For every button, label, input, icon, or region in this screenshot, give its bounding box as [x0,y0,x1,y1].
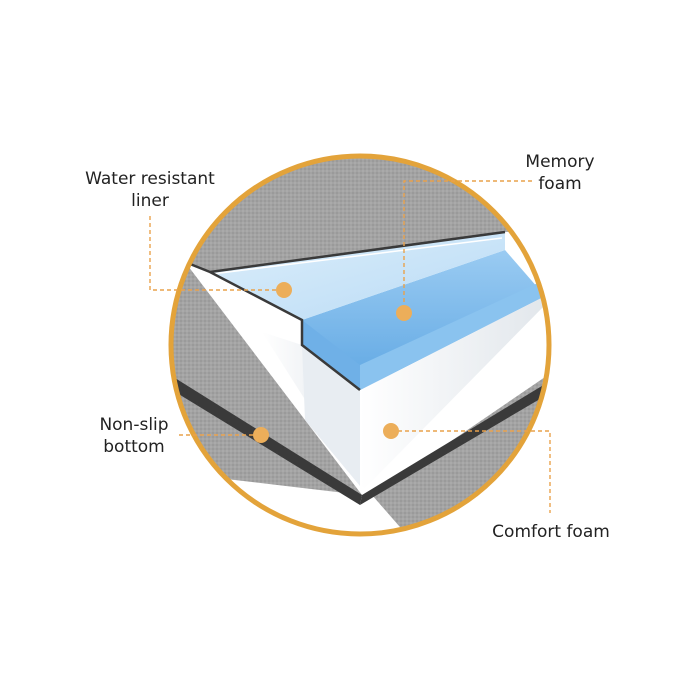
memory-foam-layer [302,250,545,390]
comfort-foam-right [360,296,547,488]
marker-non-slip-bottom [253,427,269,443]
label-comfort-foam: Comfort foam [476,521,626,543]
label-water-resistant-liner: Water resistant liner [60,168,240,212]
label-water-resistant-liner-line1: Water resistant [85,169,215,189]
label-non-slip-bottom-line1: Non-slip [99,415,169,435]
base-edge-left [173,378,362,505]
label-water-resistant-liner-line2: liner [131,191,169,211]
marker-comfort-foam [383,423,399,439]
leader-comfort-foam [391,430,551,513]
callout-ring [168,153,552,537]
label-non-slip-bottom-line2: bottom [103,437,165,457]
label-memory-foam: Memory foam [490,151,630,195]
label-memory-foam-line1: Memory [525,152,595,172]
water-resistant-liner-layer [210,232,505,320]
leader-memory-foam [403,180,532,313]
leader-lines [149,180,551,513]
non-slip-bottom-side [173,262,362,495]
base-edge-right [360,375,547,505]
label-non-slip-bottom: Non-slip bottom [74,414,194,458]
label-comfort-foam-line1: Comfort foam [492,522,610,542]
label-memory-foam-line2: foam [538,174,582,194]
marker-water-resistant-liner [276,282,292,298]
marker-memory-foam [396,305,412,321]
leader-water-resistant-liner [149,216,284,291]
